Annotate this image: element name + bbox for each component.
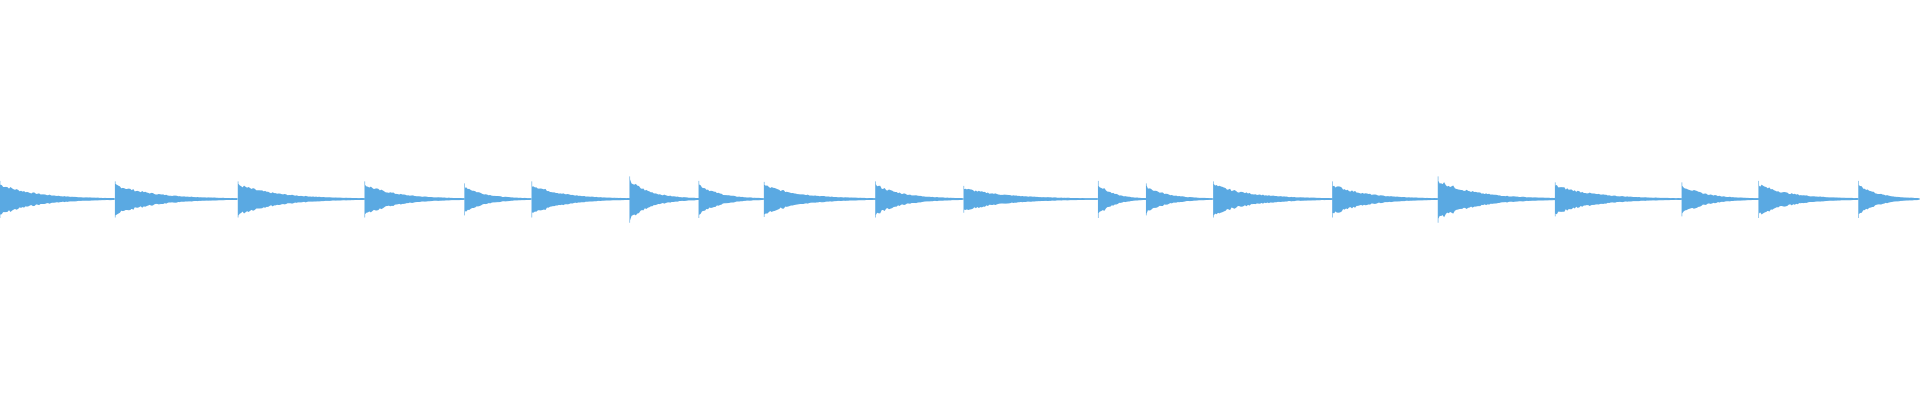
waveform-note-segment (1681, 182, 1759, 217)
waveform-note-segment (1437, 176, 1556, 223)
waveform-note-segment (1858, 180, 1919, 219)
waveform-note-segment (763, 181, 876, 217)
waveform-note-segment (963, 185, 1098, 213)
waveform-note-segment (237, 181, 365, 218)
waveform-note-segment (1758, 180, 1859, 219)
waveform-note-segment (1554, 182, 1682, 217)
waveform-note-segment (629, 176, 700, 223)
waveform-note-segment (1145, 183, 1213, 216)
waveform-note-segment (1332, 181, 1438, 218)
waveform-note-segment (364, 181, 465, 218)
waveform-note-segment (1213, 181, 1333, 218)
waveform-note-segment (531, 181, 630, 218)
waveform-note-segment (0, 180, 115, 219)
waveform-note-segment (698, 180, 764, 219)
waveform-note-segment (114, 181, 237, 218)
waveform-note-segment (464, 183, 531, 216)
waveform-note-segment (875, 181, 963, 218)
waveform-note-segment (1097, 180, 1147, 219)
